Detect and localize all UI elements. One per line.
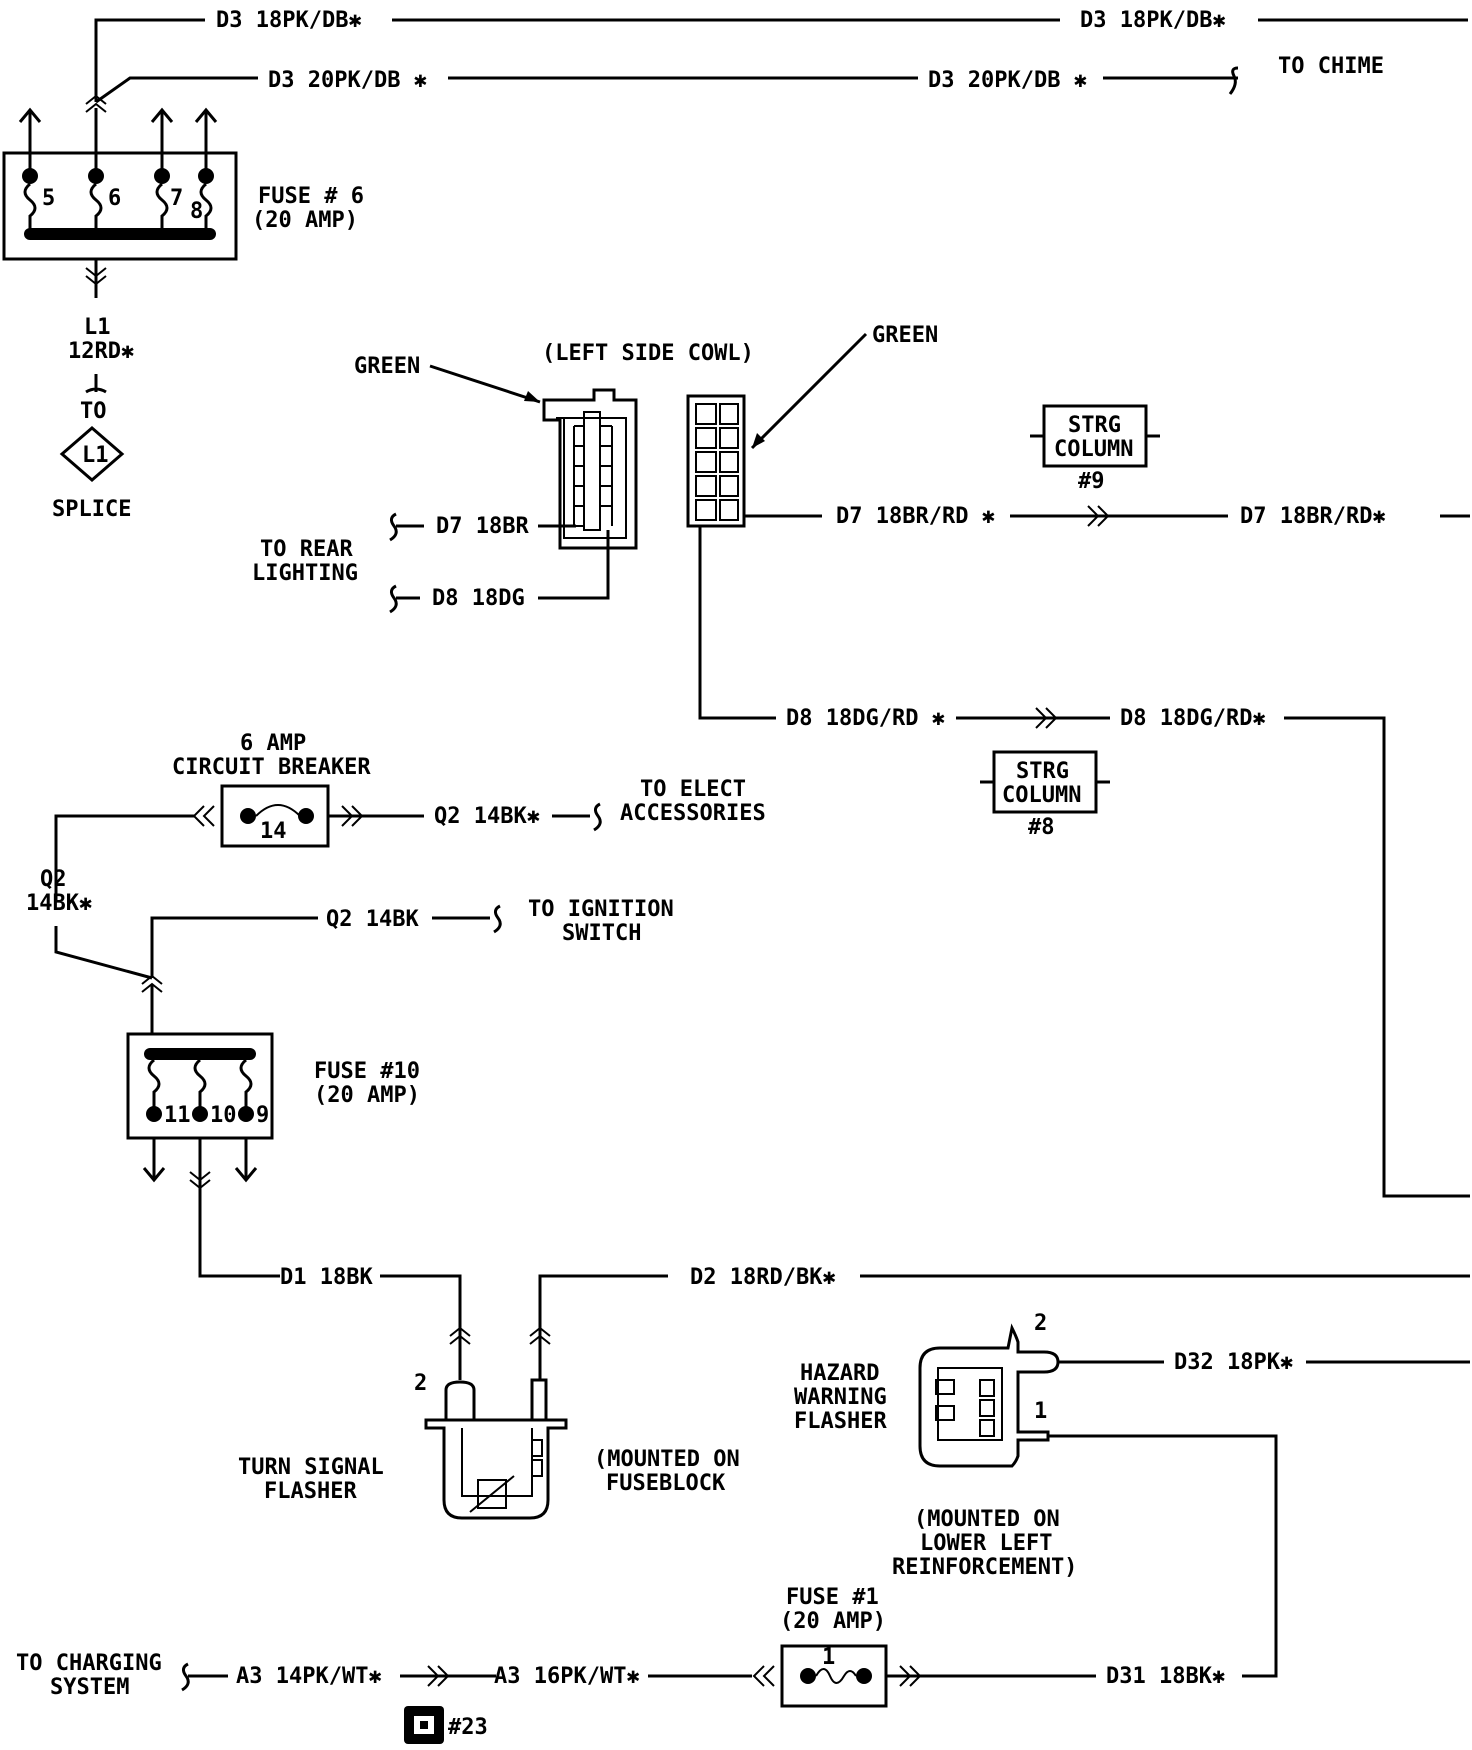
hazard-warning-flasher: HAZARD WARNING FLASHER 2 1 D32 18PK✱ (MO… [794, 1311, 1470, 1678]
ref-23-label: #23 [448, 1715, 488, 1740]
q2-14bk-label: Q2 14BK [326, 907, 419, 932]
to-chime-label: TO CHIME [1278, 54, 1384, 79]
strg8-line2: COLUMN [1002, 783, 1081, 808]
d3-18-right-label: D3 18PK/DB✱ [1080, 8, 1226, 33]
fuse6-pin-6: 6 [108, 186, 121, 211]
fuse6-amp: (20 AMP) [252, 208, 358, 233]
d3-circuits: D3 18PK/DB✱ D3 18PK/DB✱ D3 20PK/DB ✱ D3 … [85, 8, 1468, 113]
d31-18bk-label: D31 18BK✱ [1106, 1664, 1225, 1689]
l1-gauge-label: 12RD✱ [68, 339, 134, 364]
fuse10-pin-9: 9 [256, 1103, 269, 1128]
d7-mid-label: D7 18BR/RD ✱ [836, 504, 995, 529]
d7-18br-label: D7 18BR [436, 514, 529, 539]
strg9-line2: COLUMN [1054, 437, 1133, 462]
to-charging-label-2: SYSTEM [50, 1675, 129, 1700]
q2-left-label-1: Q2 [40, 867, 67, 892]
cb-num: 14 [260, 819, 287, 844]
d8-right-label: D8 18DG/RD✱ [1120, 706, 1266, 731]
d32-18pk-label: D32 18PK✱ [1174, 1350, 1293, 1375]
d8-18dg-label: D8 18DG [432, 586, 525, 611]
mounted-fb-label-1: (MOUNTED ON [594, 1447, 740, 1472]
strg8-num: #8 [1028, 815, 1055, 840]
turn-signal-flasher: D1 18BK D2 18RD/BK✱ 2 TURN SIGNAL FLASHE… [238, 1265, 1470, 1520]
green-right-label: GREEN [872, 323, 938, 348]
fuse6-pin-5: 5 [42, 186, 55, 211]
to-ign-label-2: SWITCH [562, 921, 641, 946]
hwf-pin-1: 1 [1034, 1399, 1047, 1424]
to-charging-label-1: TO CHARGING [16, 1651, 162, 1676]
mounted-fb-label-2: FUSEBLOCK [606, 1471, 726, 1496]
q2-14bk-star-label: Q2 14BK✱ [434, 804, 540, 829]
a3-14pk-label: A3 14PK/WT✱ [236, 1664, 382, 1689]
l1-wire-label: L1 [84, 315, 111, 340]
fuse10-amp: (20 AMP) [314, 1083, 420, 1108]
fuse6-title: FUSE # 6 [258, 184, 364, 209]
mounted-ll-label-3: REINFORCEMENT) [892, 1555, 1077, 1580]
mounted-ll-label-1: (MOUNTED ON [914, 1507, 1060, 1532]
to-elect-label-2: ACCESSORIES [620, 801, 766, 826]
to-label-1: TO [80, 399, 107, 424]
to-rear-label-1: TO REAR [260, 537, 353, 562]
splice-id: L1 [82, 443, 109, 468]
splice-label: SPLICE [52, 497, 131, 522]
fuse-1: FUSE #1 (20 AMP) 1 D31 18BK✱ TO CHARGING… [16, 1585, 1225, 1744]
cb-line2: CIRCUIT BREAKER [172, 755, 371, 780]
fuse10-pin-11: 11 [164, 1103, 191, 1128]
fuse-10: Q2 14BK TO IGNITION SWITCH 11 10 9 FUSE … [54, 897, 674, 1278]
circuit-breaker-6amp: 6 AMP CIRCUIT BREAKER 14 Q2 14BK✱ TO ELE… [26, 731, 766, 916]
hwf-pin-2: 2 [1034, 1311, 1047, 1336]
to-ign-label-1: TO IGNITION [528, 897, 674, 922]
hazard-label-1: HAZARD [800, 1361, 879, 1386]
strg8-line1: STRG [1016, 759, 1069, 784]
fuse6-pin-8: 8 [190, 199, 203, 224]
tsf-label-2: FLASHER [264, 1479, 357, 1504]
mounted-ll-label-2: LOWER LEFT [920, 1531, 1052, 1556]
left-side-cowl-label: (LEFT SIDE COWL) [542, 341, 754, 366]
tsf-label-1: TURN SIGNAL [238, 1455, 384, 1480]
d3-20-right-label: D3 20PK/DB ✱ [928, 68, 1087, 93]
green-left-label: GREEN [354, 354, 420, 379]
d7-d8-circuits: D7 18BR/RD ✱ D7 18BR/RD✱ STRG COLUMN #9 … [698, 404, 1470, 1198]
fuse-6: 5 6 7 8 FUSE # 6 (20 AMP) L1 12RD✱ TO L1… [2, 107, 364, 522]
tsf-pin-2: 2 [414, 1371, 427, 1396]
strg9-num: #9 [1078, 469, 1105, 494]
hazard-label-3: FLASHER [794, 1409, 887, 1434]
d3-20-left-label: D3 20PK/DB ✱ [268, 68, 427, 93]
d1-18bk-label: D1 18BK [280, 1265, 373, 1290]
fuse6-pin-7: 7 [170, 186, 183, 211]
cb-line1: 6 AMP [240, 731, 306, 756]
fuse1-num: 1 [822, 1645, 835, 1670]
fuse1-amp: (20 AMP) [780, 1609, 886, 1634]
d2-18rd-label: D2 18RD/BK✱ [690, 1265, 836, 1290]
to-elect-label-1: TO ELECT [640, 777, 746, 802]
fuse1-title: FUSE #1 [786, 1585, 879, 1610]
d7-right-label: D7 18BR/RD✱ [1240, 504, 1386, 529]
d3-18-left-label: D3 18PK/DB✱ [216, 8, 362, 33]
d8-mid-label: D8 18DG/RD ✱ [786, 706, 945, 731]
fuse10-pin-10: 10 [210, 1103, 237, 1128]
hazard-label-2: WARNING [794, 1385, 887, 1410]
a3-16pk-label: A3 16PK/WT✱ [494, 1664, 640, 1689]
to-rear-label-2: LIGHTING [252, 561, 358, 586]
strg9-line1: STRG [1068, 413, 1121, 438]
q2-left-label-2: 14BK✱ [26, 891, 92, 916]
fuse10-title: FUSE #10 [314, 1059, 420, 1084]
left-side-cowl-connector: (LEFT SIDE COWL) GREEN GREEN D7 18BR D8 … [252, 323, 938, 614]
